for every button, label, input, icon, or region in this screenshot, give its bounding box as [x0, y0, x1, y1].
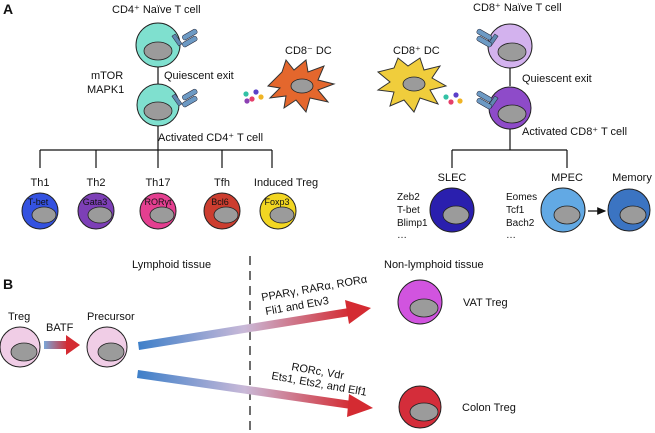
subset-tfh: Tfh Bcl6	[203, 177, 241, 230]
mpec-factor: …	[506, 230, 516, 241]
slec-group: SLEC Zeb2 T-bet Blimp1 …	[397, 172, 475, 241]
cd8pos-dc-label: CD8⁺ DC	[393, 45, 440, 57]
mpec-factor: Bach2	[506, 218, 535, 229]
cd8neg-dendritic-cell-icon	[266, 58, 336, 114]
nucleus	[31, 206, 57, 224]
precursor-cell	[86, 326, 128, 368]
quiescent-exit-right-label: Quiescent exit	[522, 73, 592, 85]
nucleus	[409, 402, 439, 422]
activated-cd4-label: Activated CD4⁺ T cell	[158, 132, 263, 144]
slec-factor: …	[397, 230, 407, 241]
subset-th2: Th2 Gata3	[77, 177, 115, 230]
tcr-receptor-icon	[476, 28, 499, 48]
nucleus	[269, 206, 295, 224]
vat-differentiation-arrow	[138, 300, 371, 350]
cd8-naive-cell	[487, 23, 533, 69]
mpec-factor: Tcf1	[506, 205, 525, 216]
tcr-receptor-icon	[171, 28, 198, 48]
cd8pos-dendritic-cell-icon	[376, 57, 448, 113]
subset-name: Th1	[31, 177, 50, 189]
nucleus	[442, 205, 470, 225]
nucleus	[149, 206, 175, 224]
cd4-naive-cell	[135, 22, 181, 68]
nucleus	[213, 206, 239, 224]
panel-a-label: A	[3, 1, 13, 17]
subset-name: Tfh	[214, 177, 230, 189]
treg-label: Treg	[8, 311, 30, 323]
subset-tf: T-bet	[28, 197, 49, 207]
nucleus	[409, 298, 439, 318]
quiescent-exit-left-label: Quiescent exit	[164, 70, 234, 82]
activated-cd8-label: Activated CD8⁺ T cell	[522, 126, 627, 138]
tcr-receptor-icon	[476, 90, 499, 110]
batf-arrow	[44, 335, 80, 355]
subset-tf: Gata3	[83, 197, 108, 207]
vat-treg-label: VAT Treg	[463, 297, 508, 309]
nucleus	[553, 205, 581, 225]
cd4-branch-tree	[39, 126, 273, 168]
batf-label: BATF	[46, 322, 74, 334]
cd4-activated-cell	[136, 83, 180, 127]
colon-differentiation-arrow	[137, 370, 373, 417]
slec-label: SLEC	[438, 172, 467, 184]
memory-label: Memory	[612, 172, 652, 184]
nucleus	[619, 205, 647, 225]
treg-cell	[0, 326, 41, 368]
cd4-naive-label: CD4⁺ Naïve T cell	[112, 4, 201, 16]
precursor-label: Precursor	[87, 311, 135, 323]
cd8neg-dc-label: CD8⁻ DC	[285, 45, 332, 57]
mpec-group: MPEC Eomes Tcf1 Bach2 …	[506, 172, 586, 241]
mpec-label: MPEC	[551, 172, 583, 184]
colon-treg-label: Colon Treg	[462, 402, 516, 414]
mtor-label: mTOR	[91, 70, 123, 82]
nucleus	[143, 41, 173, 61]
mpec-factor: Eomes	[506, 192, 537, 203]
nonlymphoid-tissue-label: Non-lymphoid tissue	[384, 259, 484, 271]
nucleus	[497, 42, 527, 62]
lymphoid-tissue-label: Lymphoid tissue	[132, 259, 211, 271]
nucleus	[143, 101, 173, 121]
subset-th17: Th17 RORγt	[139, 177, 177, 230]
nucleus	[97, 342, 125, 362]
subset-tf: RORγt	[145, 197, 172, 207]
subset-induced-treg: Induced Treg Foxp3	[254, 177, 318, 230]
memory-group: Memory	[607, 172, 652, 232]
subset-tf: Foxp3	[264, 197, 289, 207]
slec-factor: Zeb2	[397, 192, 420, 203]
colon-treg-cell	[398, 385, 442, 429]
nucleus	[497, 104, 527, 124]
subset-name: Induced Treg	[254, 177, 318, 189]
subset-tf: Bcl6	[211, 197, 229, 207]
cd8-branch-tree	[451, 129, 568, 168]
subset-name: Th17	[145, 177, 170, 189]
nucleus	[10, 342, 38, 362]
antigen-dots-right	[443, 92, 463, 105]
tcr-receptor-icon	[171, 88, 198, 108]
cd8-naive-label: CD8⁺ Naïve T cell	[473, 2, 562, 14]
cd8-activated-cell	[488, 86, 532, 130]
subset-name: Th2	[87, 177, 106, 189]
mapk1-label: MAPK1	[87, 84, 124, 96]
antigen-dots-left	[243, 89, 264, 104]
slec-factor: Blimp1	[397, 218, 428, 229]
slec-factor: T-bet	[397, 205, 420, 216]
subset-th1: Th1 T-bet	[21, 177, 59, 230]
panel-b-label: B	[3, 276, 13, 292]
vat-treg-cell	[397, 279, 443, 325]
nucleus	[87, 206, 113, 224]
